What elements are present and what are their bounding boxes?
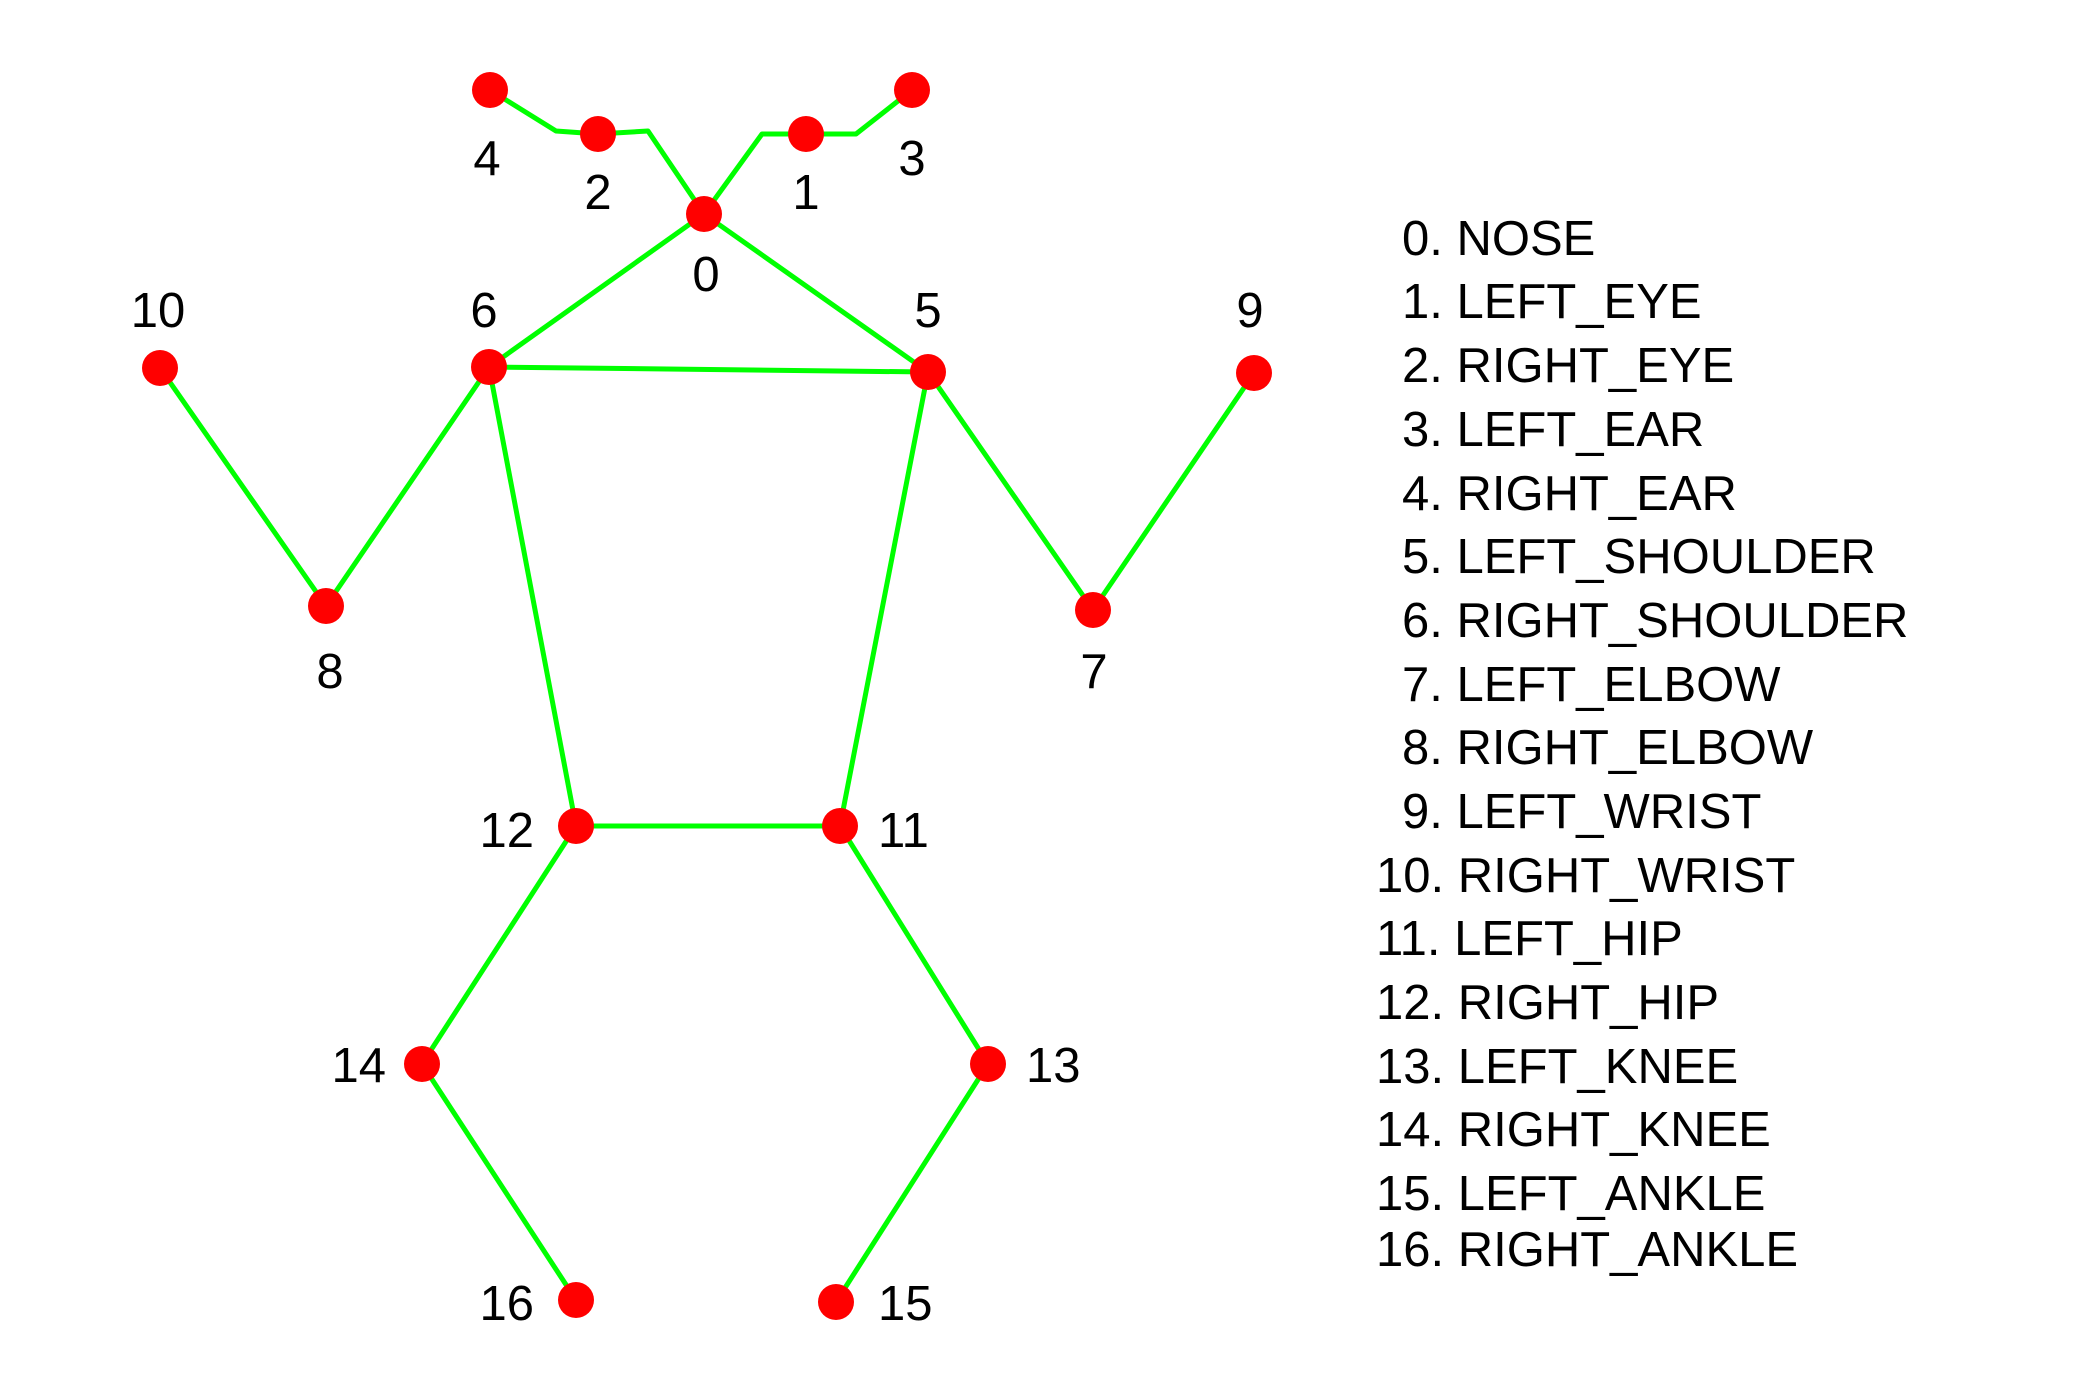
keypoint-number-12: 12 (479, 804, 534, 858)
legend-item-16: 16. RIGHT_ANKLE (1376, 1223, 1798, 1277)
skeleton-edge-6-5 (486, 364, 931, 375)
legend-item-2: 2. RIGHT_EYE (1402, 339, 1734, 393)
keypoint-number-9: 9 (1236, 284, 1263, 338)
legend-item-4: 4. RIGHT_EAR (1402, 467, 1737, 521)
keypoint-nodes (142, 72, 1272, 1320)
keypoint-number-5: 5 (914, 284, 941, 338)
legend-item-5: 5. LEFT_SHOULDER (1402, 530, 1876, 584)
keypoint-number-6: 6 (470, 284, 497, 338)
legend-item-1: 1. LEFT_EYE (1402, 275, 1702, 329)
skeleton-edge-5-7 (925, 369, 1096, 613)
legend-item-3: 3. LEFT_EAR (1402, 403, 1704, 457)
legend-item-0: 0. NOSE (1402, 212, 1595, 266)
keypoint-1 (788, 116, 824, 152)
skeleton-edge-7-9 (1090, 370, 1257, 613)
skeleton-edge-8-10 (157, 365, 329, 609)
skeleton-edge-12-14 (419, 823, 579, 1067)
legend-item-11: 11. LEFT_HIP (1376, 912, 1683, 966)
keypoint-number-8: 8 (316, 645, 343, 699)
keypoint-number-7: 7 (1080, 645, 1107, 699)
keypoint-6 (471, 349, 507, 385)
keypoint-0 (686, 196, 722, 232)
keypoint-number-2: 2 (584, 166, 611, 220)
keypoint-number-16: 16 (479, 1277, 534, 1331)
legend-item-6: 6. RIGHT_SHOULDER (1402, 594, 1908, 648)
keypoint-11 (822, 808, 858, 844)
legend-item-15: 15. LEFT_ANKLE (1376, 1167, 1765, 1221)
keypoint-10 (142, 350, 178, 386)
keypoint-3 (894, 72, 930, 108)
legend-item-14: 14. RIGHT_KNEE (1376, 1103, 1771, 1157)
keypoint-8 (308, 588, 344, 624)
keypoint-7 (1075, 592, 1111, 628)
keypoint-15 (818, 1284, 854, 1320)
keypoint-number-1: 1 (792, 166, 819, 220)
skeleton-edge-6-12 (486, 364, 579, 829)
skeleton-edge-0-5 (701, 211, 931, 375)
keypoint-number-4: 4 (473, 132, 500, 186)
keypoint-number-10: 10 (131, 284, 186, 338)
keypoint-number-labels: 0 1 2 3 4 5 6 7 8 9 10 11 12 13 14 15 16 (131, 132, 1264, 1331)
keypoint-2 (580, 116, 616, 152)
legend-item-7: 7. LEFT_ELBOW (1402, 658, 1781, 712)
keypoint-number-13: 13 (1026, 1039, 1081, 1093)
skeleton-edge-5-11 (837, 369, 931, 829)
keypoint-4 (472, 72, 508, 108)
skeleton-edge-11-13 (837, 823, 991, 1067)
keypoint-12 (558, 808, 594, 844)
keypoint-number-11: 11 (878, 804, 929, 858)
legend-item-8: 8. RIGHT_ELBOW (1402, 721, 1814, 775)
legend-item-10: 10. RIGHT_WRIST (1376, 849, 1795, 903)
keypoint-9 (1236, 355, 1272, 391)
legend-item-13: 13. LEFT_KNEE (1376, 1040, 1738, 1094)
keypoint-number-14: 14 (331, 1039, 386, 1093)
skeleton-edge-13-15 (833, 1061, 991, 1305)
keypoint-number-3: 3 (898, 132, 925, 186)
keypoint-16 (558, 1282, 594, 1318)
skeleton-edge-0-6 (486, 211, 707, 370)
keypoint-14 (404, 1046, 440, 1082)
skeleton-edges (157, 87, 1257, 1305)
keypoint-number-0: 0 (692, 248, 719, 302)
legend-item-9: 9. LEFT_WRIST (1402, 785, 1761, 839)
keypoint-13 (970, 1046, 1006, 1082)
keypoint-number-15: 15 (878, 1277, 933, 1331)
skeleton-edge-14-16 (419, 1061, 579, 1303)
skeleton-edge-6-8 (323, 364, 492, 609)
legend-item-12: 12. RIGHT_HIP (1376, 976, 1719, 1030)
keypoint-5 (910, 354, 946, 390)
keypoint-legend: 0. NOSE 1. LEFT_EYE 2. RIGHT_EYE 3. LEFT… (1376, 212, 1908, 1277)
